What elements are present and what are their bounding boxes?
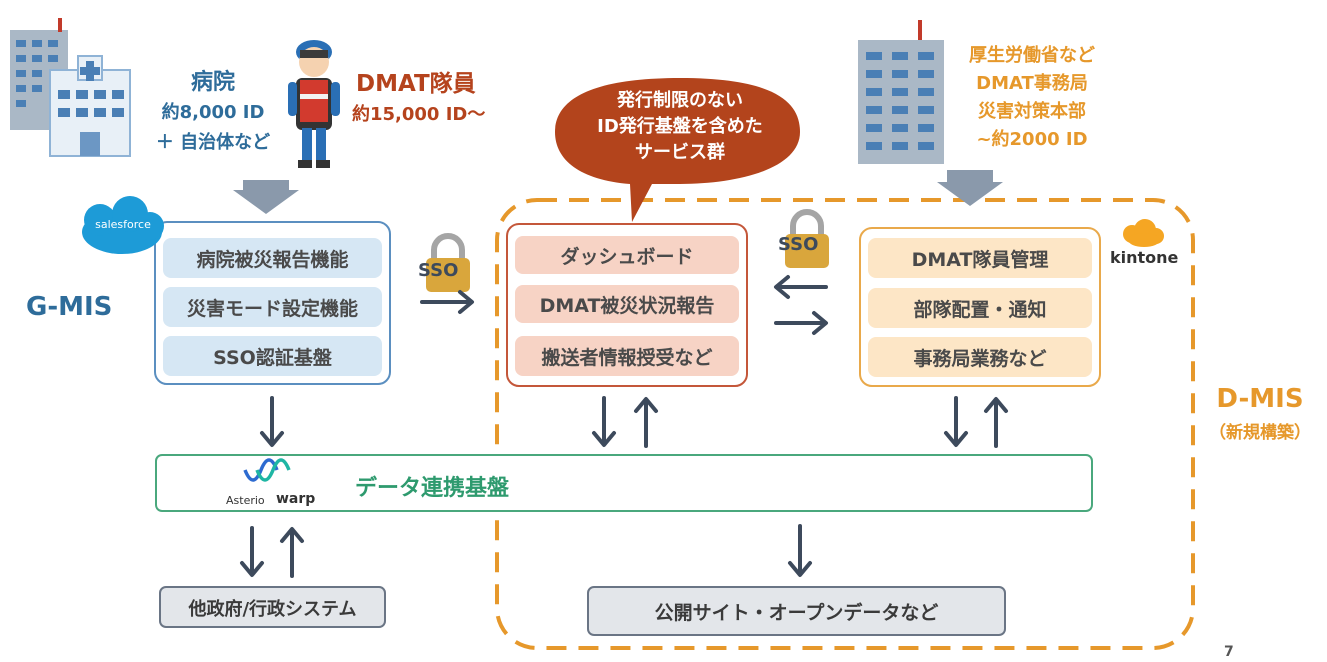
other-gov-label: 他政府/行政システム <box>188 599 357 620</box>
ministry-text: 厚生労働省など DMAT事務局 災害対策本部 ~約2000 ID <box>948 42 1116 154</box>
warp-brand: warp <box>276 491 316 507</box>
ministry-building-icon <box>858 20 944 164</box>
bubble-text: 発行制限のない ID発行基盤を含めた サービス群 <box>560 88 800 166</box>
kintone-logo <box>1123 219 1164 247</box>
sso-label-left: SSO <box>418 260 459 281</box>
arrow-kintone-up <box>984 397 1008 448</box>
arrow-platform-to-public <box>788 524 812 577</box>
dmis-input-arrow <box>937 170 1003 206</box>
public-site-label: 公開サイト・オープンデータなど <box>654 602 939 624</box>
public-site-box <box>587 586 1006 636</box>
dmat-label: DMAT隊員 <box>356 71 476 97</box>
speech-bubble <box>555 78 800 222</box>
gmis-input-arrow <box>233 180 299 214</box>
asterio-brand: Asterio <box>226 494 265 507</box>
hospital-count: 約8,000 ID <box>161 102 265 123</box>
salesforce-logo <box>82 196 164 254</box>
kintone-item-member-mgmt: DMAT隊員管理 <box>868 238 1092 278</box>
arrow-center-up <box>634 397 658 448</box>
ministry-line1: 厚生労働省など <box>969 45 1095 66</box>
kintone-item-office-work: 事務局業務など <box>868 337 1092 377</box>
dmis-label: D-MIS <box>1216 384 1304 414</box>
padlock-icon-right <box>785 209 829 268</box>
padlock-icon-left <box>426 233 470 292</box>
gmis-item-hospital-report: 病院被災報告機能 <box>163 238 382 278</box>
dmis-sublabel: （新規構築） <box>1209 423 1311 443</box>
bubble-line2: ID発行基盤を含めた <box>597 116 763 137</box>
page-number: 7 <box>1224 644 1234 660</box>
dmis-item-dashboard: ダッシュボード <box>515 236 739 274</box>
data-platform-label: データ連携基盤 <box>355 476 510 501</box>
dmis-dashed-region <box>495 198 1195 650</box>
dmat-count: 約15,000 ID〜 <box>352 104 486 125</box>
kintone-brand: kintone <box>1110 248 1179 267</box>
dmis-item-damage-report: DMAT被災状況報告 <box>515 285 739 323</box>
other-gov-box <box>159 586 386 628</box>
gmis-item-disaster-mode: 災害モード設定機能 <box>163 287 382 327</box>
dmat-member-icon <box>288 40 340 168</box>
arrow-kintone-down <box>944 396 968 447</box>
hospital-label: 病院 <box>190 70 235 95</box>
bubble-line1: 発行制限のない <box>617 90 743 111</box>
asterio-warp-logo <box>243 458 291 482</box>
sso-arrow-right-bottom <box>774 311 828 335</box>
dmis-item-transport-info: 搬送者情報授受など <box>515 336 739 376</box>
kintone-item-deployment: 部隊配置・通知 <box>868 288 1092 328</box>
sso-arrow-right <box>420 290 474 314</box>
hospital-building-icon <box>10 18 131 157</box>
hospital-extra: ＋ 自治体など <box>155 132 271 153</box>
gmis-item-sso-auth: SSO認証基盤 <box>163 336 382 376</box>
ministry-line4: ~約2000 ID <box>976 129 1088 150</box>
sso-label-right: SSO <box>778 234 819 255</box>
arrow-center-down <box>592 396 616 447</box>
arrow-platform-to-other-gov <box>240 526 264 577</box>
data-platform-bar <box>155 454 1093 512</box>
ministry-line3: 災害対策本部 <box>978 101 1086 122</box>
arrow-other-gov-to-platform <box>280 527 304 578</box>
gmis-label: G-MIS <box>26 292 113 322</box>
arrow-gmis-to-platform <box>260 396 284 447</box>
sso-arrow-left-top <box>774 275 828 299</box>
bubble-line3: サービス群 <box>635 142 725 163</box>
salesforce-brand: salesforce <box>95 218 151 231</box>
ministry-line2: DMAT事務局 <box>976 73 1088 94</box>
